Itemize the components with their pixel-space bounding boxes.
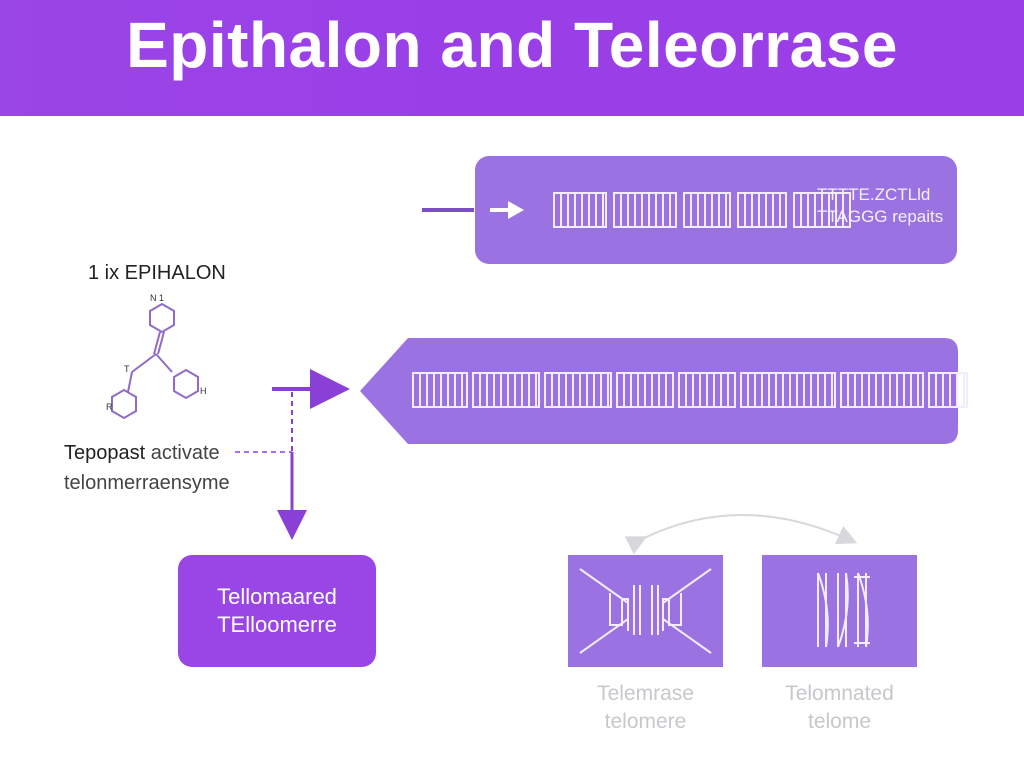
panel-text-line1: TTTTE.ZCTLld (817, 185, 931, 204)
caption-line1-strong: Tepopast (64, 442, 146, 464)
telomerase-telomere-box (568, 555, 723, 667)
dna-segment (544, 372, 612, 408)
page-title: Epithalon and Teleorrase (126, 9, 898, 81)
dna-strand-top (553, 192, 851, 228)
svg-text:R: R (106, 402, 113, 412)
elongated-strands-icon (817, 572, 870, 648)
molecule-caption: Tepopast activate telonmerraensyme (64, 438, 230, 498)
panel-text-line2: TTAGGG repaits (817, 207, 944, 226)
elongated-telomere-box (762, 555, 917, 667)
caption-line1: Tepopast activate (64, 438, 230, 468)
left-caption-line1: Telemrase (597, 682, 694, 705)
dna-segment (840, 372, 924, 408)
elongated-telomere-caption: Telomnated telome (752, 680, 927, 736)
result-box: Tellomaared TElloomerre (178, 555, 376, 667)
telomere-strands-icon (579, 568, 712, 654)
telomerase-telomere-caption: Telemrase telomere (568, 680, 723, 736)
result-line1: Tellomaared (217, 584, 337, 609)
epithalon-molecule-icon: N 1 T H R (106, 293, 207, 420)
svg-text:H: H (200, 386, 207, 396)
result-line2: TElloomerre (217, 612, 337, 637)
right-caption-line1: Telomnated (785, 682, 894, 705)
dna-segment (683, 192, 731, 228)
dna-segment (928, 372, 968, 408)
dna-segment (793, 192, 851, 228)
dna-segment (740, 372, 836, 408)
caption-line2: telonmerraensyme (64, 472, 230, 494)
caption-line1-rest: activate (150, 442, 220, 464)
dna-strand-long (412, 372, 968, 408)
dna-segment (737, 192, 787, 228)
telomere-panel-top: TTTTE.ZCTLld TTAGGG repaits (475, 156, 957, 264)
dna-segment (616, 372, 674, 408)
right-caption-line2: telome (807, 710, 872, 733)
dna-segment (472, 372, 540, 408)
dna-segment (613, 192, 677, 228)
svg-text:T: T (124, 364, 130, 374)
dna-segment (412, 372, 468, 408)
telomere-panel-text: TTTTE.ZCTLld TTAGGG repaits (817, 184, 943, 228)
title-banner: Epithalon and Teleorrase (0, 0, 1024, 116)
svg-text:N 1: N 1 (150, 293, 164, 303)
dna-segment (553, 192, 607, 228)
molecule-label: 1 ix EPIHALON (88, 262, 226, 284)
dna-segment (678, 372, 736, 408)
left-caption-line2: telomere (604, 710, 687, 733)
